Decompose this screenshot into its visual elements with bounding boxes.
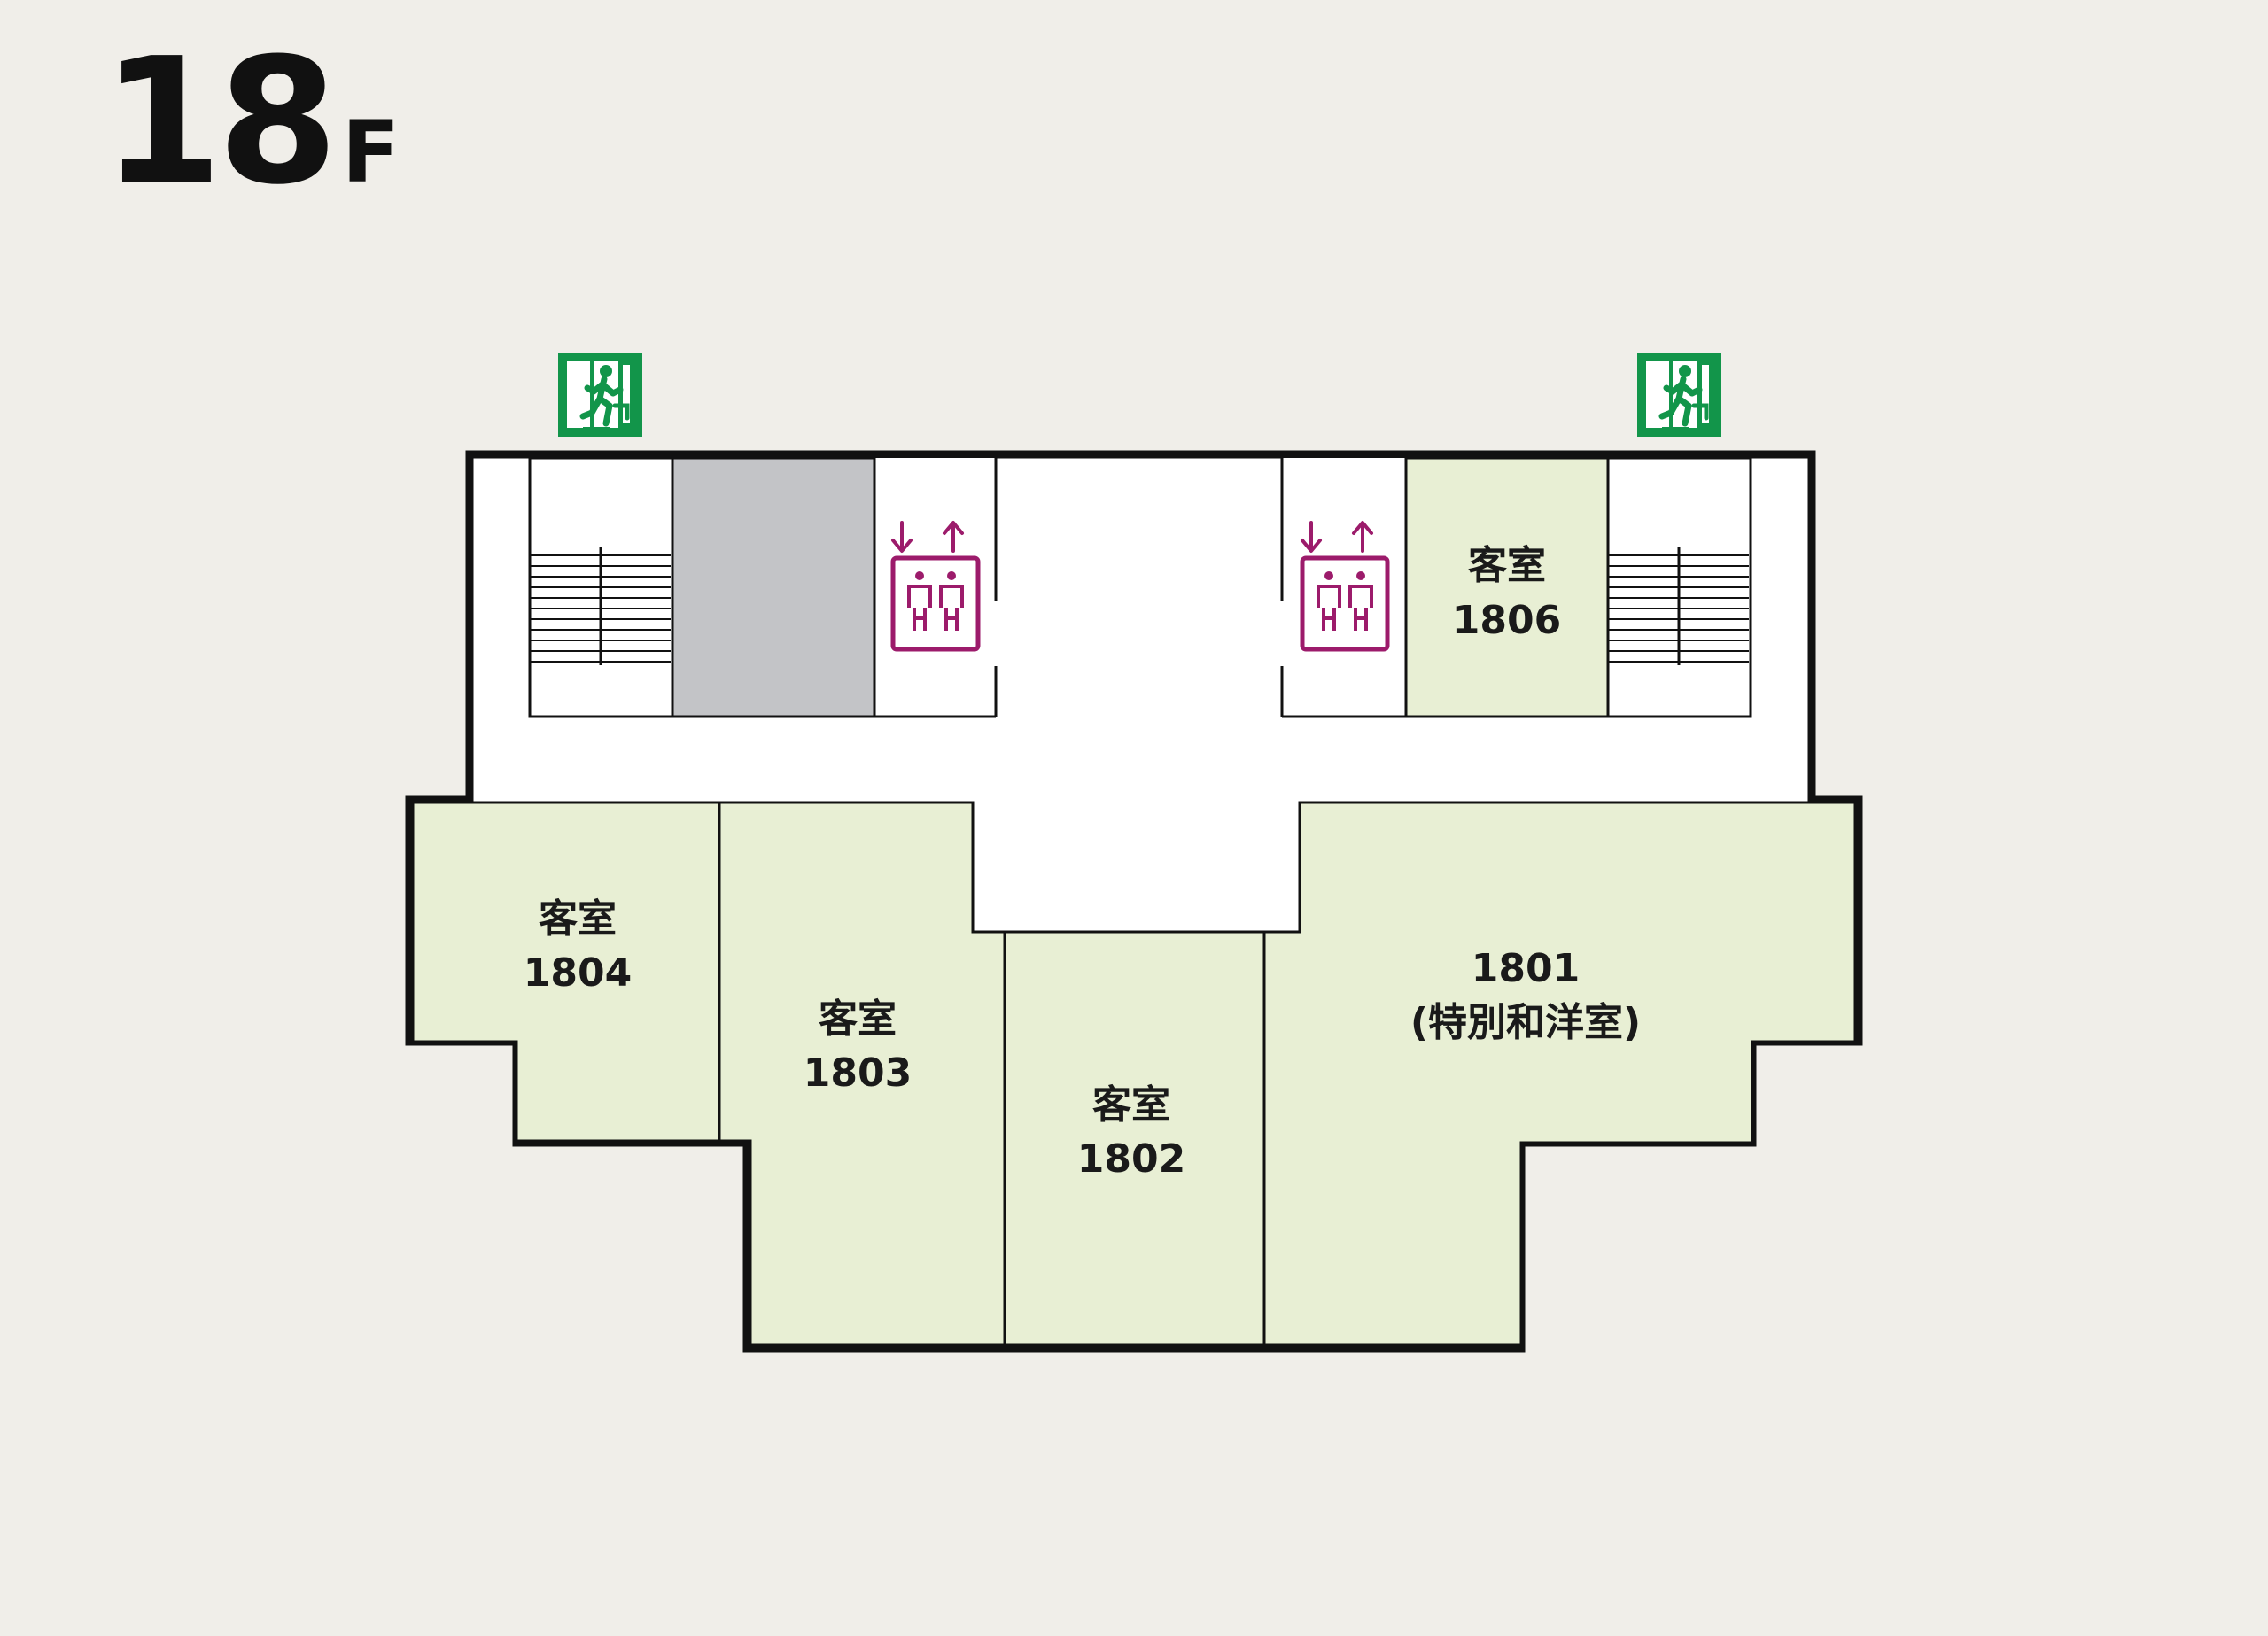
room-1802-number: 1802 xyxy=(1077,1136,1185,1182)
room-1801-type: (特別和洋室) xyxy=(1410,1000,1641,1045)
room-1804-number: 1804 xyxy=(524,950,632,996)
floor-unit: F xyxy=(341,103,400,202)
emergency-exit-icon xyxy=(1637,353,1721,437)
floor-number: 18 xyxy=(102,21,338,223)
room-1806[interactable] xyxy=(1404,456,1610,718)
room-1806-label: 客室 xyxy=(1468,543,1546,588)
room-1803-number: 1803 xyxy=(804,1051,912,1096)
utility-room xyxy=(671,456,876,718)
room-1803-label: 客室 xyxy=(819,996,897,1042)
room-1804-label: 客室 xyxy=(539,896,617,942)
emergency-exit-icon xyxy=(558,353,642,437)
room-1806-number: 1806 xyxy=(1453,598,1561,643)
room-1802[interactable] xyxy=(1003,930,1266,1346)
room-1801-number: 1801 xyxy=(1472,946,1580,991)
room-1801[interactable] xyxy=(1262,801,1857,1346)
room-1802-label: 客室 xyxy=(1092,1082,1170,1128)
